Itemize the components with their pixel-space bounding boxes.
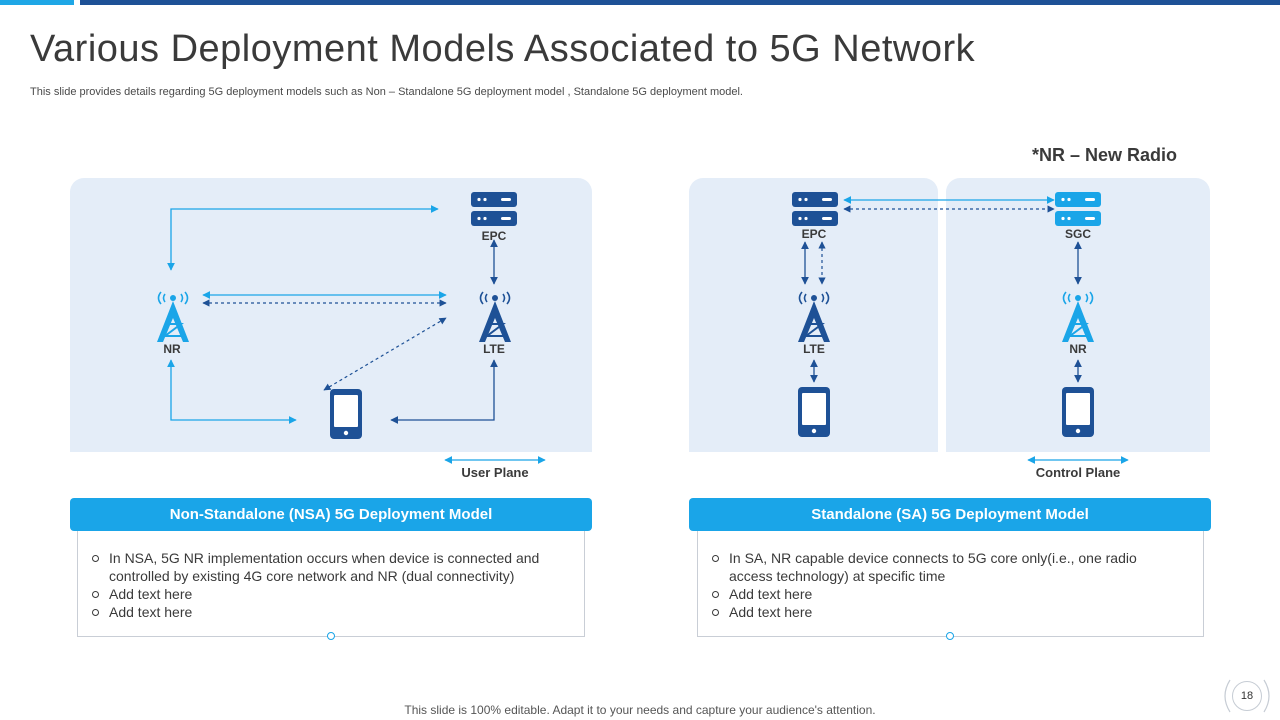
list-item: In NSA, 5G NR implementation occurs when… (90, 549, 564, 585)
smartphone-icon (1062, 387, 1094, 437)
cell-tower-icon (798, 291, 830, 342)
nsa-lte-device-arrow (390, 359, 498, 424)
user-plane-label: User Plane (461, 465, 529, 480)
cell-tower-icon (479, 291, 511, 342)
sa-nr-label: NR (1069, 342, 1087, 356)
sa-sgc-label: SGC (1064, 227, 1091, 241)
list-item: Add text here (90, 585, 564, 603)
page-number: 18 (1232, 681, 1262, 711)
list-item: In SA, NR capable device connects to 5G … (710, 549, 1183, 585)
top-accent-bar-light (0, 0, 74, 5)
nsa-epc-label: EPC (481, 229, 507, 243)
nsa-device-lte-dashed-arrow (323, 317, 447, 391)
smartphone-icon (330, 389, 362, 439)
server-icon (1055, 192, 1101, 226)
sa-model-header: Standalone (SA) 5G Deployment Model (689, 498, 1211, 531)
slide-title: Various Deployment Models Associated to … (30, 28, 976, 70)
smartphone-icon (798, 387, 830, 437)
cell-tower-icon (157, 291, 189, 342)
nsa-card-handle-dot (327, 632, 335, 640)
nr-footnote: *NR – New Radio (1032, 145, 1178, 165)
list-item: Add text here (710, 585, 1183, 603)
control-plane-label: Control Plane (1035, 465, 1121, 480)
nsa-model-description: In NSA, 5G NR implementation occurs when… (77, 531, 585, 637)
top-accent-bar-dark (80, 0, 1280, 5)
nsa-nr-epc-control-arrow (167, 205, 439, 271)
sa-bullet-list: In SA, NR capable device connects to 5G … (710, 549, 1183, 621)
server-icon (792, 192, 838, 226)
nsa-model-header: Non-Standalone (NSA) 5G Deployment Model (70, 498, 592, 531)
cell-tower-icon (1062, 291, 1094, 342)
nsa-bullet-list: In NSA, 5G NR implementation occurs when… (90, 549, 564, 621)
signal-icon (1224, 679, 1270, 713)
sa-lte-label: LTE (803, 342, 825, 356)
nsa-nr-device-arrow (167, 359, 297, 424)
slide-footer: This slide is 100% editable. Adapt it to… (404, 703, 876, 717)
list-item: Add text here (90, 603, 564, 621)
list-item: Add text here (710, 603, 1183, 621)
sa-model-description: In SA, NR capable device connects to 5G … (697, 531, 1204, 637)
sa-epc-label: EPC (801, 227, 827, 241)
nsa-lte-label: LTE (483, 342, 505, 356)
sa-card-handle-dot (946, 632, 954, 640)
nsa-nr-label: NR (163, 342, 181, 356)
server-icon (471, 192, 517, 226)
slide-subtitle: This slide provides details regarding 5G… (30, 86, 743, 98)
